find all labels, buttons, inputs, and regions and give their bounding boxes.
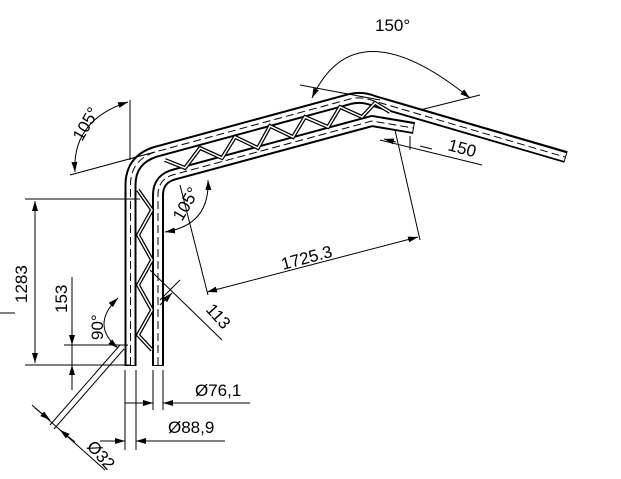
label-diameter-inner-tube: Ø76,1 xyxy=(195,381,241,400)
label-diameter-outer-tube: Ø88,9 xyxy=(168,418,214,437)
label-angle-left-inner: 105° xyxy=(169,184,203,224)
inner-tube xyxy=(152,115,415,366)
label-angle-bottom: 90° xyxy=(88,314,107,340)
label-height-lower: 153 xyxy=(52,285,71,313)
dimension-lines xyxy=(0,51,483,471)
label-height-total: 1283 xyxy=(12,265,31,303)
zigzag-rod xyxy=(135,100,392,352)
label-diameter-rod: Ø32 xyxy=(83,437,119,474)
outer-tube xyxy=(124,91,568,366)
label-angle-top: 150° xyxy=(375,16,410,35)
label-offset: 113 xyxy=(202,300,234,333)
label-angle-left-outer: 105° xyxy=(69,104,103,144)
label-length-diagonal: 1725.3 xyxy=(279,242,334,274)
